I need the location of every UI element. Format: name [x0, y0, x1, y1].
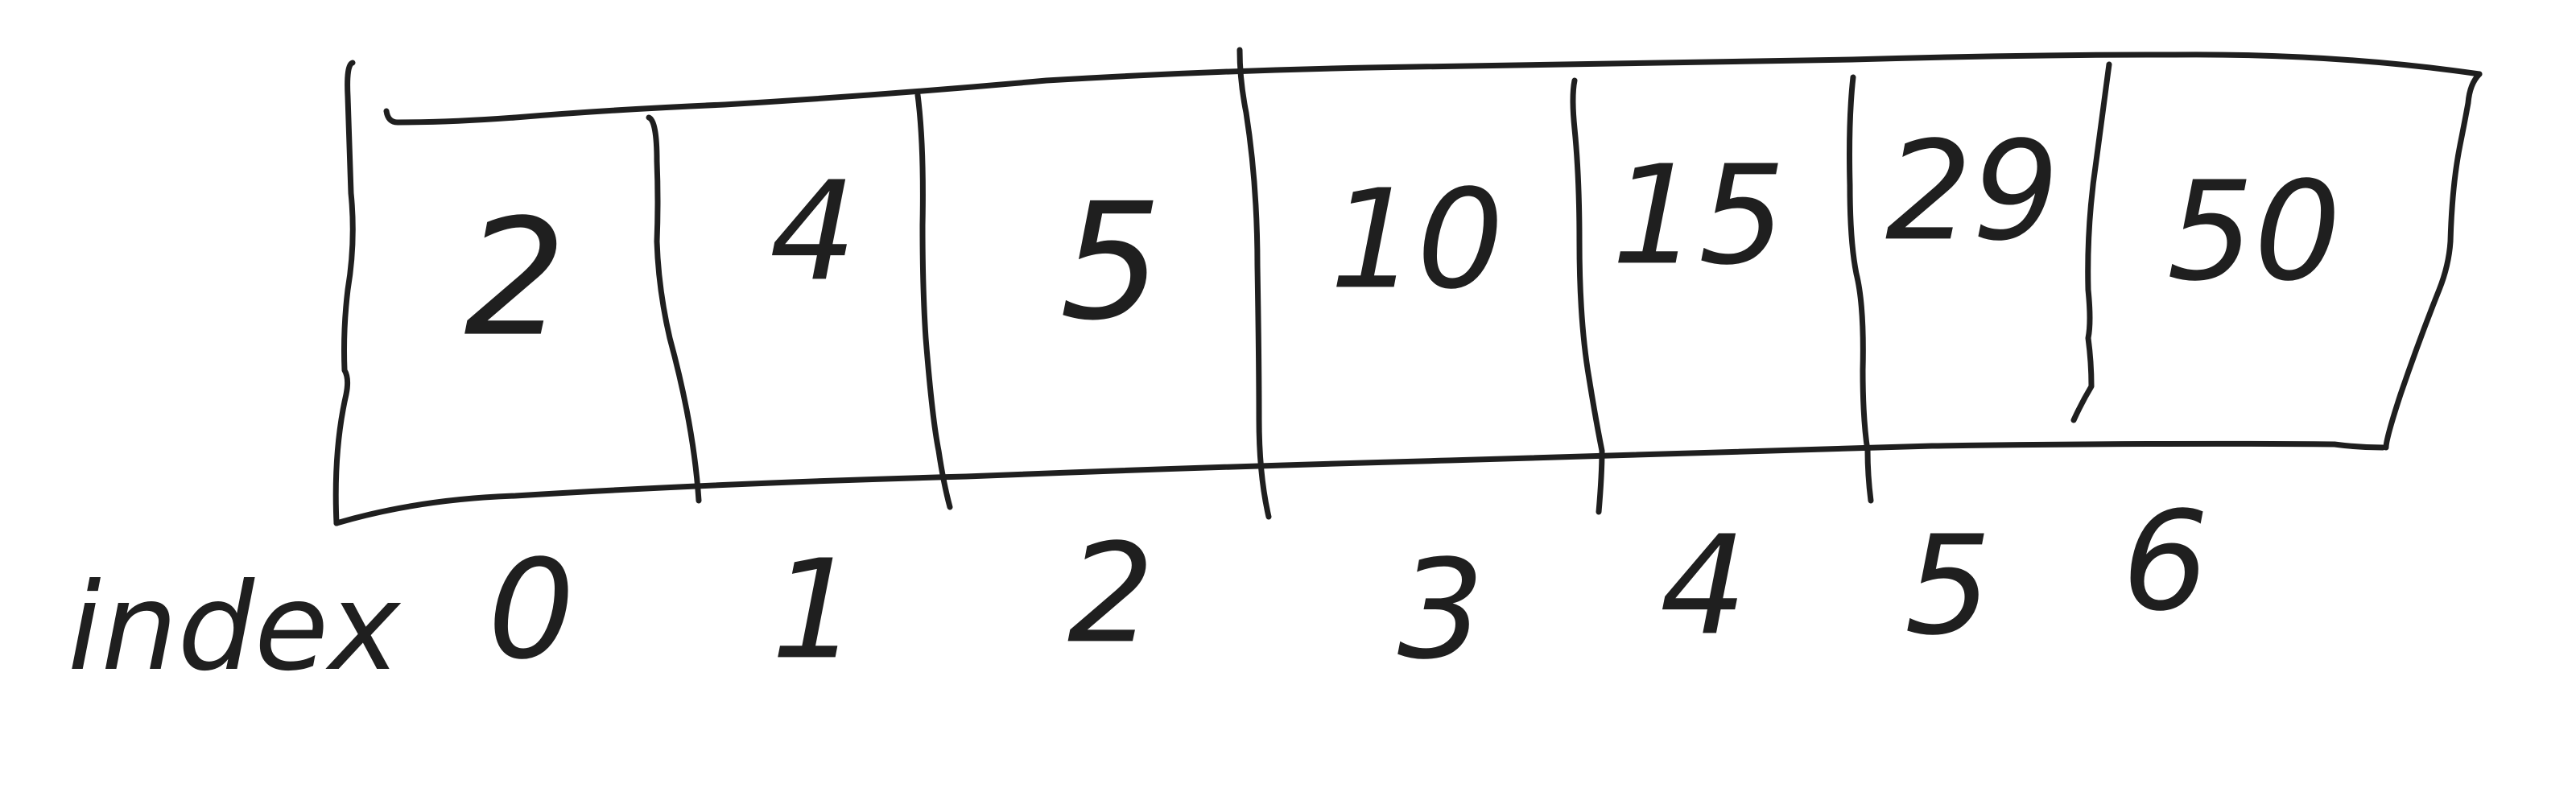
array-value-5: 29 — [1885, 112, 2059, 271]
array-values: 2 4 5 10 15 29 50 — [464, 112, 2341, 372]
index-value-4: 4 — [1660, 506, 1747, 666]
index-value-0: 0 — [488, 530, 575, 690]
divider-3 — [1236, 47, 1272, 520]
array-value-1: 4 — [770, 152, 857, 311]
index-row: index 0 1 2 3 4 5 6 — [68, 482, 2209, 698]
divider-2 — [914, 92, 953, 510]
array-value-3: 10 — [1330, 160, 1504, 320]
array-right-edge — [2383, 71, 2483, 451]
array-bottom-edge — [333, 440, 2386, 526]
divider-6 — [2070, 61, 2112, 423]
divider-1 — [646, 114, 702, 504]
index-value-3: 3 — [1397, 530, 1484, 690]
array-value-2: 5 — [1059, 169, 1162, 357]
cell-dividers — [646, 47, 2112, 520]
index-label: index — [68, 558, 402, 698]
array-top-edge — [383, 52, 2483, 126]
array-value-4: 15 — [1612, 136, 1785, 295]
divider-4 — [1570, 77, 1605, 515]
index-value-5: 5 — [1905, 506, 1992, 666]
index-value-2: 2 — [1067, 514, 1154, 674]
divider-5 — [1847, 74, 1874, 504]
index-value-6: 6 — [2122, 482, 2209, 642]
array-value-0: 2 — [464, 185, 566, 373]
array-box — [332, 52, 2483, 526]
index-value-1: 1 — [771, 530, 858, 690]
array-value-6: 50 — [2167, 152, 2341, 311]
array-left-edge — [332, 60, 356, 526]
